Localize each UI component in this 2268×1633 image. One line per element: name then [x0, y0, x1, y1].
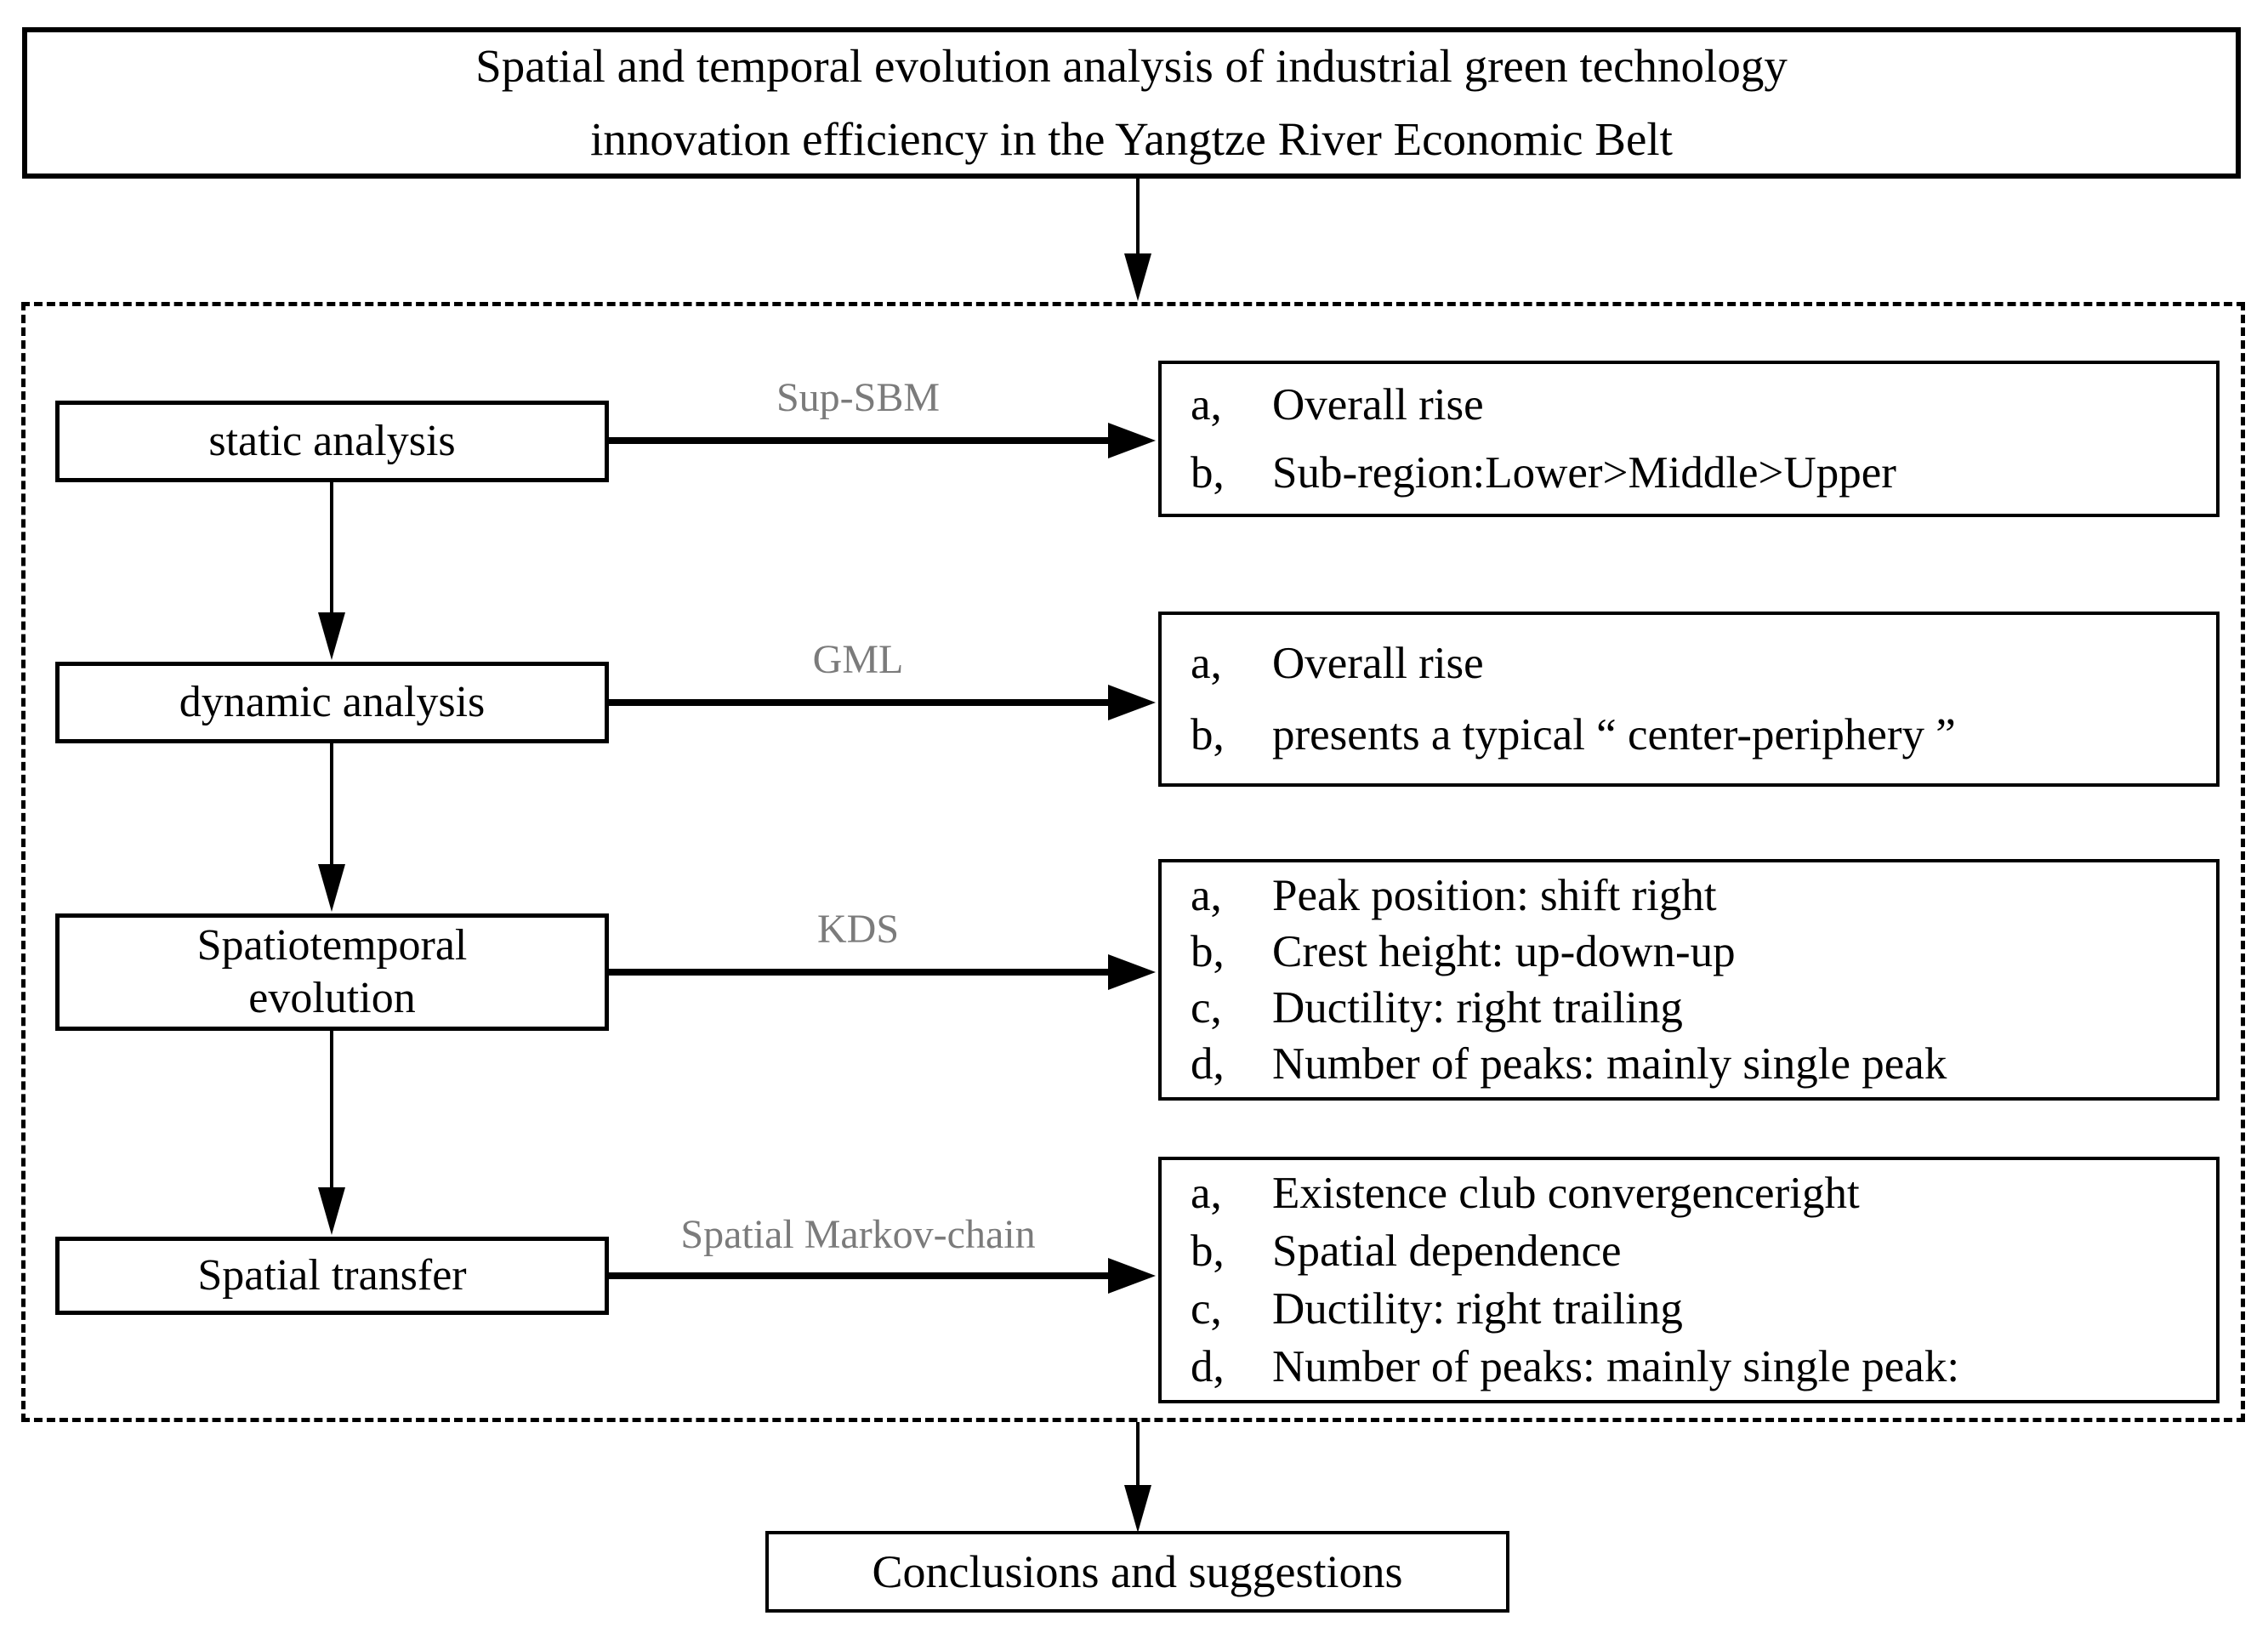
result-item: a, Overall rise: [1191, 371, 1484, 439]
node-dynamic-analysis: dynamic analysis: [55, 662, 609, 743]
method-label-spatial-markov-chain: Spatial Markov-chain: [680, 1212, 1036, 1257]
result-text: Overall rise: [1272, 639, 1484, 688]
right-arrow-head: [1108, 423, 1156, 458]
right-arrow-stem: [609, 1272, 1111, 1279]
result-item: d, Number of peaks: mainly single peak:: [1191, 1338, 1959, 1396]
node-spatial-transfer: Spatial transfer: [55, 1237, 609, 1315]
list-marker: c,: [1191, 1284, 1245, 1334]
result-text: Spatial dependence: [1272, 1226, 1622, 1276]
node-spatiotemporal-evolution: Spatiotemporal evolution: [55, 913, 609, 1031]
right-arrow-head: [1108, 954, 1156, 990]
method-label-gml: GML: [812, 637, 904, 682]
list-marker: a,: [1191, 639, 1245, 688]
down-arrow-head: [1124, 1485, 1151, 1533]
list-marker: a,: [1191, 871, 1245, 920]
result-text: Ductility: right trailing: [1272, 1284, 1683, 1334]
down-arrow-stem: [1136, 1422, 1140, 1487]
list-marker: b,: [1191, 927, 1248, 976]
result-item: b, Crest height: up-down-up: [1191, 924, 1736, 980]
right-arrow-head: [1108, 1258, 1156, 1294]
right-arrow-stem: [609, 437, 1111, 444]
result-text: Ductility: right trailing: [1272, 983, 1683, 1033]
list-marker: c,: [1191, 983, 1245, 1033]
results-box-static: a, Overall rise b, Sub-region:Lower>Midd…: [1158, 361, 2220, 517]
list-marker: b,: [1191, 448, 1248, 498]
result-item: a, Existence club convergenceright: [1191, 1164, 1860, 1222]
down-arrow-stem: [330, 1031, 333, 1187]
down-arrow-head: [318, 612, 345, 660]
result-text: Number of peaks: mainly single peak:: [1272, 1342, 1960, 1391]
result-text: Number of peaks: mainly single peak: [1272, 1039, 1947, 1089]
results-box-dynamic: a, Overall rise b, presents a typical “ …: [1158, 612, 2220, 787]
right-arrow-stem: [609, 699, 1111, 706]
right-arrow-head: [1108, 685, 1156, 720]
title-line-2: innovation efficiency in the Yangtze Riv…: [590, 113, 1673, 165]
result-item: b, Spatial dependence: [1191, 1222, 1622, 1280]
result-text: presents a typical “ center-periphery ”: [1272, 710, 1956, 760]
result-item: d, Number of peaks: mainly single peak: [1191, 1036, 1947, 1092]
analysis-container: [21, 302, 2245, 1422]
list-marker: a,: [1191, 380, 1245, 430]
results-box-spatiotemporal: a, Peak position: shift right b, Crest h…: [1158, 859, 2220, 1101]
title-node: Spatial and temporal evolution analysis …: [22, 27, 2241, 179]
list-marker: b,: [1191, 1226, 1248, 1276]
result-item: b, Sub-region:Lower>Middle>Upper: [1191, 439, 1896, 507]
node-static-analysis: static analysis: [55, 401, 609, 482]
result-text: Existence club convergenceright: [1272, 1169, 1860, 1218]
list-marker: b,: [1191, 710, 1248, 760]
list-marker: d,: [1191, 1039, 1248, 1089]
down-arrow-head: [318, 864, 345, 912]
method-label-sup-sbm: Sup-SBM: [776, 375, 941, 420]
down-arrow-head: [318, 1187, 345, 1235]
down-arrow-stem: [1136, 179, 1140, 255]
results-box-spatial-transfer: a, Existence club convergenceright b, Sp…: [1158, 1157, 2220, 1403]
method-label-kds: KDS: [816, 907, 900, 952]
list-marker: a,: [1191, 1169, 1245, 1218]
result-item: a, Peak position: shift right: [1191, 868, 1717, 924]
node-conclusions: Conclusions and suggestions: [765, 1531, 1509, 1613]
right-arrow-stem: [609, 969, 1111, 976]
result-text: Overall rise: [1272, 380, 1484, 430]
title-line-1: Spatial and temporal evolution analysis …: [475, 40, 1788, 92]
result-item: c, Ductility: right trailing: [1191, 980, 1683, 1036]
result-text: Peak position: shift right: [1272, 871, 1717, 920]
result-item: b, presents a typical “ center-periphery…: [1191, 699, 1956, 771]
result-item: a, Overall rise: [1191, 628, 1484, 699]
down-arrow-head: [1124, 253, 1151, 301]
result-text: Crest height: up-down-up: [1272, 927, 1736, 976]
down-arrow-stem: [330, 482, 333, 612]
down-arrow-stem: [330, 743, 333, 864]
list-marker: d,: [1191, 1342, 1248, 1391]
title-text: Spatial and temporal evolution analysis …: [475, 30, 1788, 176]
result-text: Sub-region:Lower>Middle>Upper: [1272, 448, 1896, 498]
result-item: c, Ductility: right trailing: [1191, 1280, 1683, 1338]
